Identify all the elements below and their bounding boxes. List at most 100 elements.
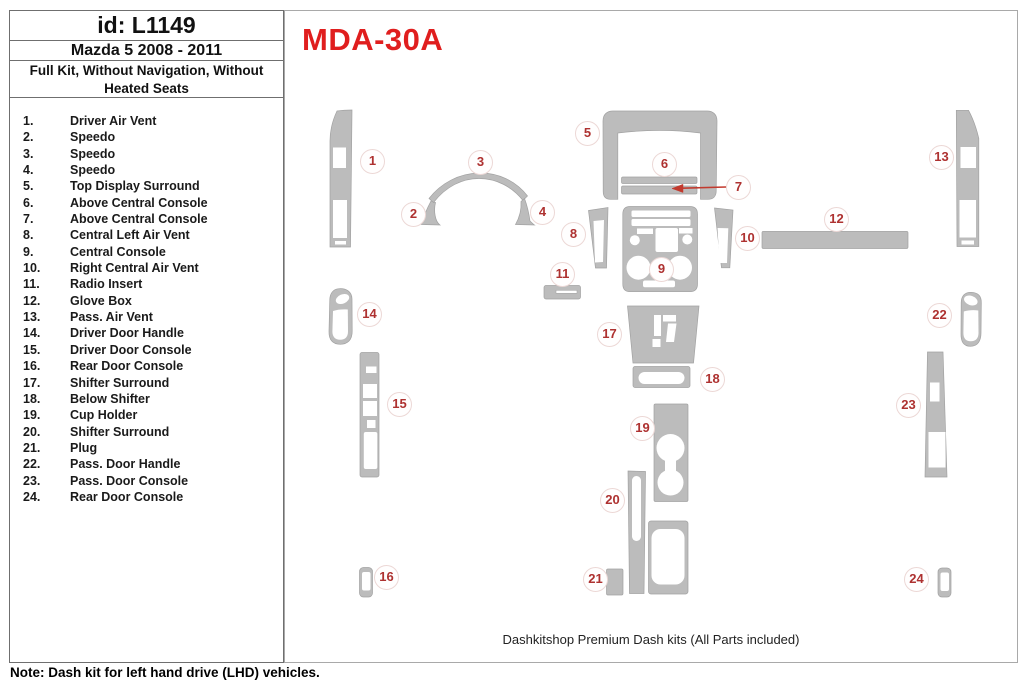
part-list-item: 23. Pass. Door Console [10, 473, 283, 489]
kit-description: Full Kit, Without Navigation, Without He… [10, 61, 283, 98]
part-list-item: 14. Driver Door Handle [10, 325, 283, 341]
diagram-label-5: 5 [575, 121, 600, 146]
part-list-item: 24. Rear Door Console [10, 489, 283, 505]
part-list-item: 4. Speedo [10, 162, 283, 178]
part-number: 20. [23, 424, 41, 439]
part-list-item: 10. Right Central Air Vent [10, 260, 283, 276]
part-name: Central Console [70, 244, 166, 259]
part-list-item: 21. Plug [10, 440, 283, 456]
part-name: Speedo [70, 146, 116, 161]
part-list-item: 18. Below Shifter [10, 391, 283, 407]
part-list-item: 3. Speedo [10, 146, 283, 162]
part-name: Pass. Door Handle [70, 457, 181, 472]
diagram-label-7: 7 [726, 175, 751, 200]
kit-code: MDA-30A [302, 22, 444, 57]
part-list-item: 6. Above Central Console [10, 195, 283, 211]
vehicle-model: Mazda 5 2008 - 2011 [10, 41, 283, 61]
part-list-item: 11. Radio Insert [10, 276, 283, 292]
diagram-label-3: 3 [468, 150, 493, 175]
left-panel: id: L1149 Mazda 5 2008 - 2011 Full Kit, … [9, 10, 284, 663]
part-name: Glove Box [70, 293, 132, 308]
part-number: 19. [23, 408, 41, 423]
part-list-item: 16. Rear Door Console [10, 358, 283, 374]
part-name: Right Central Air Vent [70, 261, 199, 276]
part-name: Shifter Surround [70, 375, 170, 390]
part-number: 21. [23, 440, 41, 455]
diagram-label-6: 6 [652, 152, 677, 177]
part-name: Shifter Surround [70, 424, 170, 439]
diagram-label-23: 23 [896, 393, 921, 418]
part-list-item: 13. Pass. Air Vent [10, 309, 283, 325]
diagram-label-8: 8 [561, 222, 586, 247]
part-number: 14. [23, 326, 41, 341]
part-name: Central Left Air Vent [70, 228, 190, 243]
part-name: Speedo [70, 163, 116, 178]
diagram-label-24: 24 [904, 567, 929, 592]
part-number: 18. [23, 391, 41, 406]
part-name: Pass. Door Console [70, 473, 189, 488]
part-number: 10. [23, 261, 41, 276]
part-number: 8. [23, 228, 34, 243]
diagram-label-2: 2 [401, 202, 426, 227]
caption: Dashkitshop Premium Dash kits (All Parts… [502, 632, 800, 647]
part-number: 12. [23, 293, 41, 308]
diagram-label-11: 11 [550, 262, 575, 287]
part-number: 23. [23, 473, 41, 488]
part-list-item: 5. Top Display Surround [10, 178, 283, 194]
part-list-item: 8. Central Left Air Vent [10, 227, 283, 243]
part-number: 1. [23, 114, 34, 128]
part-list-item: 7. Above Central Console [10, 211, 283, 227]
part-name: Cup Holder [70, 408, 138, 423]
part-list-item: 22. Pass. Door Handle [10, 456, 283, 472]
part-name: Above Central Console [70, 212, 208, 227]
part-list-item: 17. Shifter Surround [10, 375, 283, 391]
diagram-label-17: 17 [597, 322, 622, 347]
part-name: Driver Door Console [70, 342, 192, 357]
diagram-label-15: 15 [387, 392, 412, 417]
part-name: Top Display Surround [70, 179, 200, 194]
diagram-label-13: 13 [929, 145, 954, 170]
part-name: Speedo [70, 130, 116, 145]
part-number: 17. [23, 375, 41, 390]
part-number: 9. [23, 244, 34, 259]
part-number: 11. [23, 277, 40, 292]
part-name: Driver Air Vent [70, 114, 157, 128]
diagram-label-4: 4 [530, 200, 555, 225]
part-list-item: 2. Speedo [10, 129, 283, 145]
diagram-label-12: 12 [824, 207, 849, 232]
part-number: 4. [23, 163, 34, 178]
diagram-label-9: 9 [649, 257, 674, 282]
part-list-item: 15. Driver Door Console [10, 342, 283, 358]
part-name: Rear Door Console [70, 359, 184, 374]
part-number: 16. [23, 359, 41, 374]
part-number: 2. [23, 130, 34, 145]
diagram-label-19: 19 [630, 416, 655, 441]
diagram-label-14: 14 [357, 302, 382, 327]
part-name: Driver Door Handle [70, 326, 184, 341]
diagram-label-20: 20 [600, 488, 625, 513]
part-number: 22. [23, 457, 41, 472]
part-number: 15. [23, 342, 41, 357]
diagram-label-10: 10 [735, 226, 760, 251]
part-name: Radio Insert [70, 277, 143, 292]
part-number: 7. [23, 212, 34, 227]
note: Note: Dash kit for left hand drive (LHD)… [10, 665, 320, 680]
diagram-label-22: 22 [927, 303, 952, 328]
diagram-area [284, 10, 1018, 663]
part-name: Plug [70, 440, 98, 455]
part-list-item: 20. Shifter Surround [10, 424, 283, 440]
part-name: Above Central Console [70, 195, 208, 210]
part-number: 24. [23, 489, 41, 504]
part-list-item: 12. Glove Box [10, 293, 283, 309]
part-number: 6. [23, 195, 34, 210]
part-name: Below Shifter [70, 391, 150, 406]
parts-list: 1. Driver Air Vent 2. Speedo 3. Speedo 4. Speed… [10, 113, 283, 505]
part-number: 13. [23, 310, 41, 325]
part-name: Rear Door Console [70, 489, 184, 504]
part-number: 5. [23, 179, 34, 194]
diagram-label-16: 16 [374, 565, 399, 590]
part-number: 3. [23, 146, 34, 161]
diagram-label-21: 21 [583, 567, 608, 592]
part-name: Pass. Air Vent [70, 310, 153, 325]
